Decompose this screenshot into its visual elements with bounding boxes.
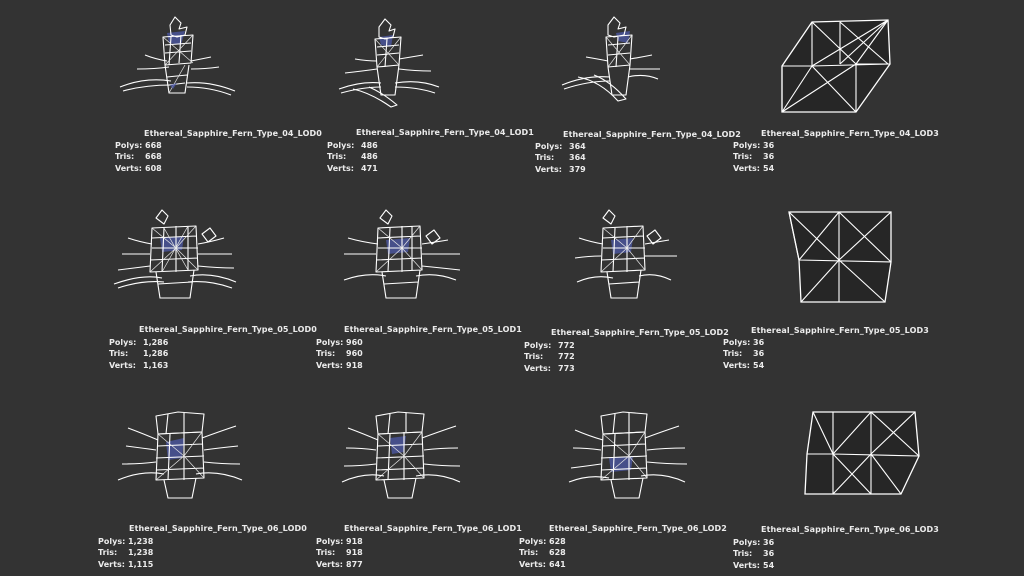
fern-wireframe-icon[interactable] [340,208,465,303]
lod-stats: Polys:668 Tris:668 Verts:608 [115,141,162,173]
verts-value: 641 [549,559,566,569]
fern-wireframe-icon[interactable] [560,15,670,110]
lod-stats: Polys:486 Tris:486 Verts:471 [327,141,378,173]
tris-value: 486 [361,152,378,162]
verts-value: 54 [753,360,765,370]
verts-value: 379 [569,164,586,174]
lod-stats: Polys:772 Tris:772 Verts:773 [524,341,575,373]
verts-value: 54 [763,560,775,570]
verts-value: 877 [346,559,363,569]
lod-stats: Polys:36 Tris:36 Verts:54 [733,538,775,570]
tris-value: 1,286 [143,349,169,359]
verts-value: 1,163 [143,360,169,370]
polys-value: 1,286 [143,338,169,347]
polys-value: 960 [346,338,363,347]
tris-value: 1,238 [128,548,154,558]
tris-value: 36 [763,549,775,559]
fern-wireframe-icon[interactable] [335,15,445,110]
lod-stats: Polys:364 Tris:364 Verts:379 [535,142,586,174]
verts-value: 773 [558,363,575,373]
lod-stats: Polys:1,286 Tris:1,286 Verts:1,163 [109,338,169,370]
lod-name: Ethereal_Sapphire_Fern_Type_05_LOD1 [344,325,522,334]
fern-wireframe-icon[interactable] [573,208,683,303]
lod-stats: Polys:960 Tris:960 Verts:918 [316,338,363,370]
lod-stats: Polys:36 Tris:36 Verts:54 [723,338,765,370]
polys-value: 364 [569,142,586,151]
lod-name: Ethereal_Sapphire_Fern_Type_04_LOD1 [356,128,534,137]
fern-wireframe-icon[interactable] [117,408,243,503]
polys-value: 772 [558,341,575,350]
box-wireframe-icon[interactable] [785,210,895,306]
fern-wireframe-icon[interactable] [567,408,692,503]
verts-value: 1,115 [128,559,154,569]
lod-name: Ethereal_Sapphire_Fern_Type_04_LOD3 [761,129,939,138]
tris-value: 918 [346,548,363,558]
lod-name: Ethereal_Sapphire_Fern_Type_04_LOD2 [563,130,741,139]
tris-value: 772 [558,352,575,362]
tris-value: 668 [145,152,162,162]
tris-value: 960 [346,349,363,359]
polys-value: 36 [763,141,775,150]
lod-name: Ethereal_Sapphire_Fern_Type_06_LOD2 [549,524,727,533]
verts-value: 608 [145,163,162,173]
lod-stats: Polys:628 Tris:628 Verts:641 [519,537,566,569]
box-wireframe-icon[interactable] [803,410,923,498]
polys-value: 918 [346,537,363,546]
tris-value: 36 [753,349,765,359]
polys-value: 628 [549,537,566,546]
tris-value: 364 [569,153,586,163]
lod-name: Ethereal_Sapphire_Fern_Type_05_LOD3 [751,326,929,335]
polys-value: 486 [361,141,378,150]
tris-value: 36 [763,152,775,162]
lod-stats: Polys:918 Tris:918 Verts:877 [316,537,363,569]
lod-name: Ethereal_Sapphire_Fern_Type_05_LOD2 [551,328,729,337]
box-wireframe-icon[interactable] [780,18,895,118]
lod-stats: Polys:36 Tris:36 Verts:54 [733,141,775,173]
verts-value: 471 [361,163,378,173]
lod-name: Ethereal_Sapphire_Fern_Type_06_LOD3 [761,525,939,534]
lod-name: Ethereal_Sapphire_Fern_Type_04_LOD0 [144,129,322,138]
lod-stats: Polys:1,238 Tris:1,238 Verts:1,115 [98,537,154,569]
polys-value: 668 [145,141,162,150]
polys-value: 1,238 [128,537,154,546]
fern-wireframe-icon[interactable] [340,408,465,503]
polys-value: 36 [753,338,765,347]
verts-value: 54 [763,163,775,173]
fern-wireframe-icon[interactable] [115,15,240,105]
lod-name: Ethereal_Sapphire_Fern_Type_06_LOD1 [344,524,522,533]
lod-name: Ethereal_Sapphire_Fern_Type_05_LOD0 [139,325,317,334]
verts-value: 918 [346,360,363,370]
fern-wireframe-icon[interactable] [112,208,242,303]
polys-value: 36 [763,538,775,547]
tris-value: 628 [549,548,566,558]
lod-name: Ethereal_Sapphire_Fern_Type_06_LOD0 [129,524,307,533]
